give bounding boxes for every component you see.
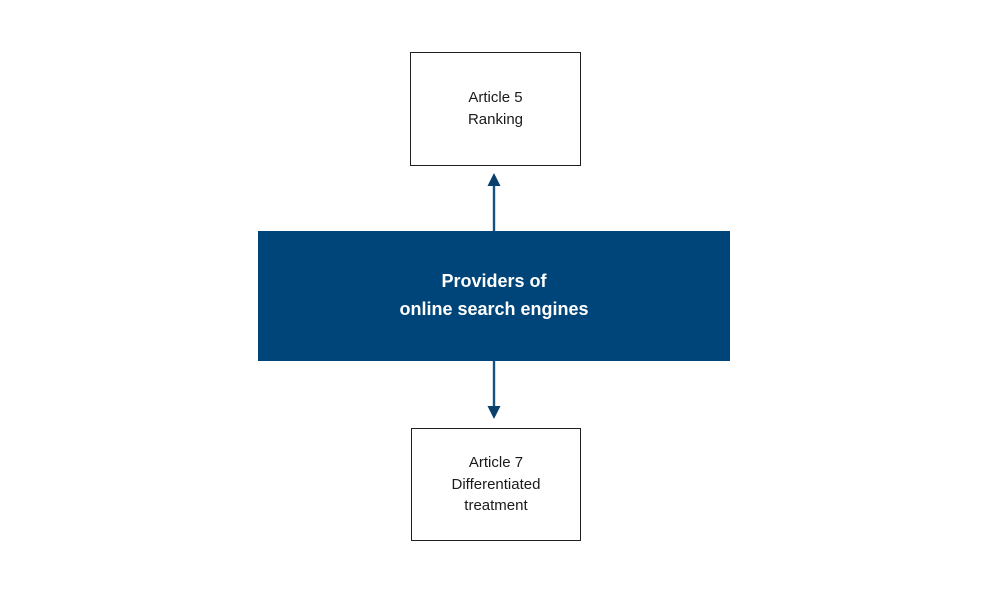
- node-label: Article 7 Differentiated treatment: [452, 452, 541, 517]
- node-providers-online-search-engines: Providers of online search engines: [258, 231, 730, 361]
- node-label-line: treatment: [464, 497, 528, 515]
- node-article-5-ranking: Article 5 Ranking: [410, 52, 581, 166]
- connector-arrow-down: [487, 361, 501, 419]
- node-label: Article 5 Ranking: [468, 87, 523, 131]
- node-label-line: Differentiated: [451, 475, 541, 493]
- node-label-line: Providers of: [441, 271, 547, 292]
- node-article-7-differentiated-treatment: Article 7 Differentiated treatment: [411, 428, 581, 541]
- node-label: Providers of online search engines: [399, 268, 588, 324]
- arrowhead-up-icon: [487, 173, 501, 186]
- node-label-line: Article 5: [468, 89, 523, 107]
- node-label-line: online search engines: [399, 299, 589, 319]
- arrowhead-down-icon: [487, 406, 501, 419]
- node-label-line: Article 7: [468, 453, 524, 471]
- node-label-line: Ranking: [467, 111, 524, 128]
- connector-arrow-up: [487, 173, 501, 231]
